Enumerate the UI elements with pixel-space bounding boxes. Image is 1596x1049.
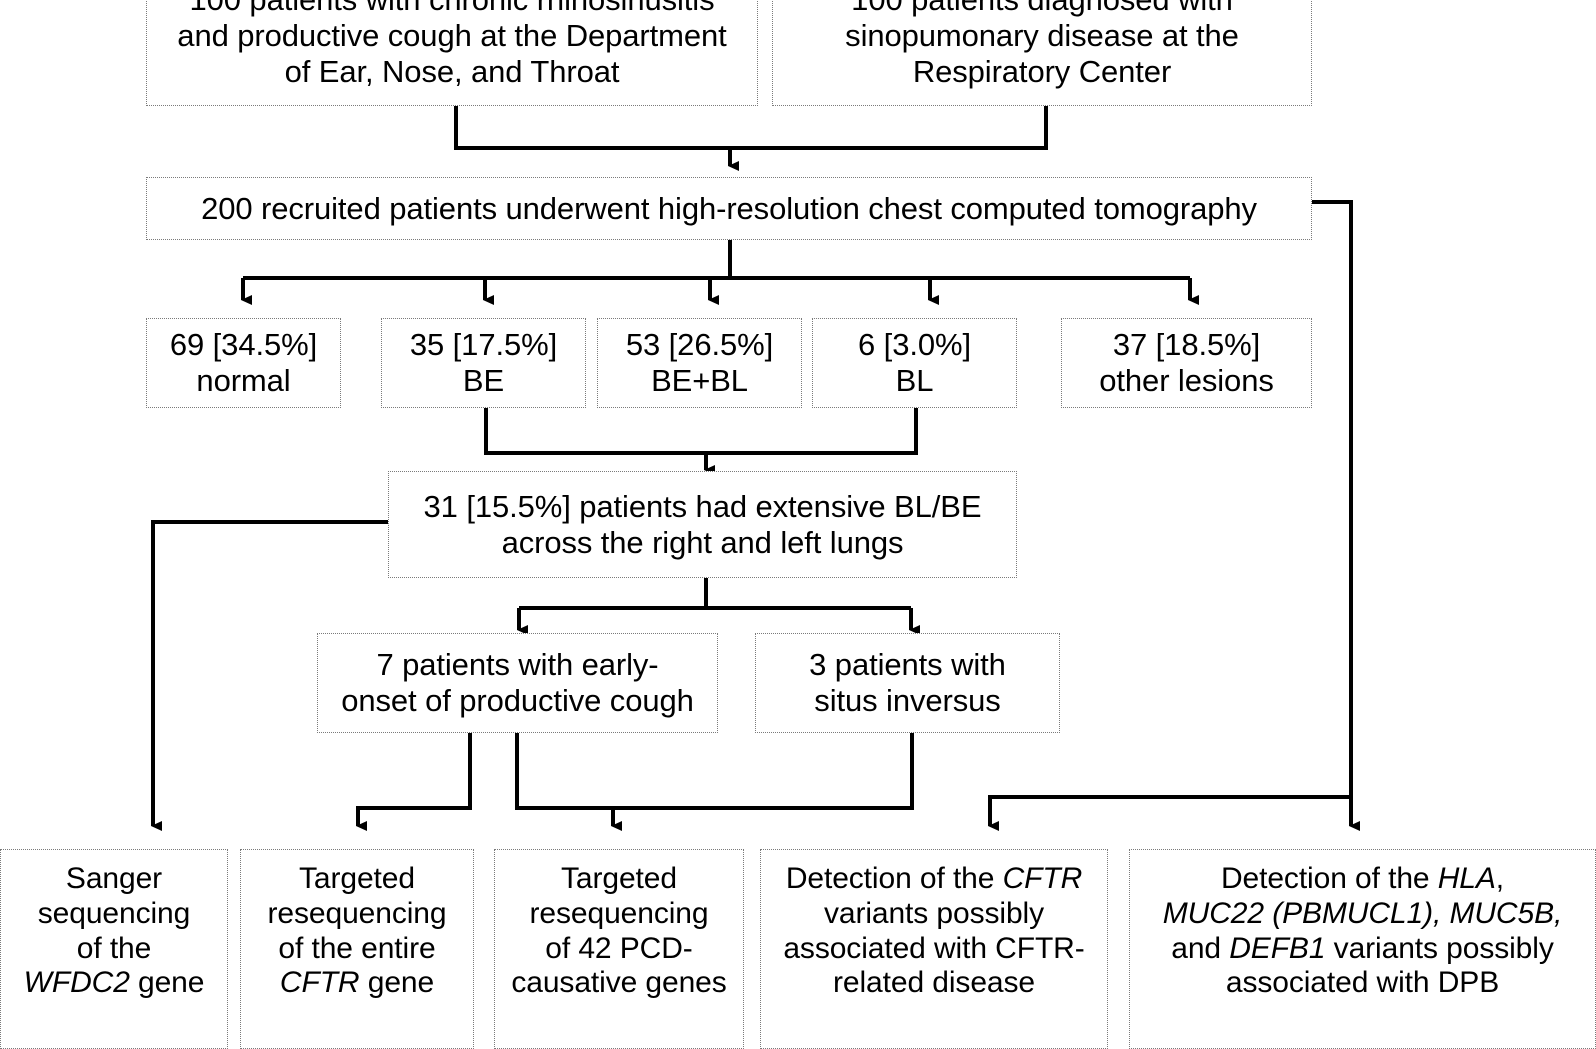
node-targeted-pcd42-line2: resequencing xyxy=(529,896,709,930)
node-recruited-patients-text: 200 recruited patients underwent high-re… xyxy=(201,190,1257,226)
node-hrct-other-lesions: 37 [18.5%] other lesions xyxy=(1061,318,1312,408)
node-detect-dpb-gene-defb1: DEFB1 xyxy=(1229,931,1326,965)
node-detect-cftr-line1-pre: Detection of the xyxy=(785,862,1003,895)
node-source-respiratory-text: 100 patients diagnosed with sinopumonary… xyxy=(845,0,1239,89)
connector-early-to-cftr-gene xyxy=(356,733,472,831)
node-hrct-other-lesions-text: 37 [18.5%] other lesions xyxy=(1099,327,1274,398)
node-early-onset-cough: 7 patients with early- onset of producti… xyxy=(317,633,718,733)
node-hrct-bebl: 53 [26.5%] BE+BL xyxy=(597,318,802,408)
connector-early-to-pcd42 xyxy=(515,733,622,831)
node-situs-inversus: 3 patients with situs inversus xyxy=(755,633,1060,733)
node-targeted-cftr-line1: Targeted xyxy=(299,862,415,895)
node-detect-cftr-line4: related disease xyxy=(833,966,1035,1000)
node-hrct-bl-text: 6 [3.0%] BL xyxy=(858,327,971,398)
node-targeted-pcd42-line1: Targeted xyxy=(561,862,677,895)
node-source-respiratory: 100 patients diagnosed with sinopumonary… xyxy=(772,0,1312,106)
connector-situs-to-pcd42 xyxy=(613,733,914,810)
node-sanger-wfdc2-gene: WFDC2 xyxy=(23,966,130,1000)
node-detect-dpb-line1-pre: Detection of the xyxy=(1220,862,1438,895)
node-detect-cftr-gene-name: CFTR xyxy=(1002,862,1083,895)
node-targeted-pcd42-line3: of 42 PCD- xyxy=(545,931,693,965)
node-detect-cftr-line2: variants possibly xyxy=(823,896,1045,930)
node-hrct-be: 35 [17.5%] BE xyxy=(381,318,586,408)
node-hrct-be-text: 35 [17.5%] BE xyxy=(409,327,558,398)
connector-extensive-split xyxy=(519,578,911,610)
node-detect-dpb-line3-post: variants possibly xyxy=(1325,931,1554,965)
node-source-ent: 100 patients with chronic rhinosinusitis… xyxy=(146,0,758,106)
connector-recruited-bus xyxy=(243,240,1190,280)
connector-recruited-to-dpb xyxy=(1312,200,1360,831)
node-detect-dpb-line1-post: , xyxy=(1495,862,1505,895)
node-targeted-cftr-line2: resequencing xyxy=(267,896,447,930)
node-recruited-patients: 200 recruited patients underwent high-re… xyxy=(146,177,1312,240)
node-early-onset-cough-text: 7 patients with early- onset of producti… xyxy=(341,647,694,718)
node-extensive-bl-be-text: 31 [15.5%] patients had extensive BL/BE … xyxy=(423,488,982,560)
node-hrct-normal: 69 [34.5%] normal xyxy=(146,318,341,408)
node-detect-dpb-gene-hla: HLA xyxy=(1437,862,1496,895)
connector-to-cftr-disease xyxy=(988,795,1351,831)
node-hrct-bebl-text: 53 [26.5%] BE+BL xyxy=(625,327,774,398)
node-detect-dpb-line4: associated with DPB xyxy=(1225,966,1500,1000)
node-detect-dpb-gene-list: MUC22 (PBMUCL1), MUC5B, xyxy=(1162,896,1563,930)
node-detect-dpb-line3-pre: and xyxy=(1171,931,1230,965)
node-extensive-bl-be: 31 [15.5%] patients had extensive BL/BE … xyxy=(388,471,1017,578)
node-targeted-pcd42-line4: causative genes xyxy=(511,966,727,1000)
node-situs-inversus-text: 3 patients with situs inversus xyxy=(809,647,1006,718)
node-targeted-cftr-line4-rest: gene xyxy=(359,966,435,1000)
node-sanger-wfdc2-line3: of the xyxy=(76,931,152,965)
node-sanger-wfdc2-line2: sequencing xyxy=(37,896,191,930)
node-targeted-cftr-line3: of the entire xyxy=(278,931,436,965)
node-hrct-normal-text: 69 [34.5%] normal xyxy=(169,327,318,398)
node-hrct-bl: 6 [3.0%] BL xyxy=(812,318,1017,408)
node-targeted-cftr-gene-name: CFTR xyxy=(279,966,360,1000)
node-detect-cftr-line3: associated with CFTR- xyxy=(783,931,1085,965)
node-sanger-wfdc2-line1: Sanger xyxy=(65,862,163,895)
connector-merge-to-extensive xyxy=(484,408,918,470)
node-detect-dpb-variants: Detection of the HLA,MUC22 (PBMUCL1), MU… xyxy=(1129,849,1596,1049)
node-sanger-wfdc2-line4-rest: gene xyxy=(129,966,205,1000)
node-source-ent-text: 100 patients with chronic rhinosinusitis… xyxy=(177,0,727,89)
connector-sources-to-recruited xyxy=(454,105,1048,150)
